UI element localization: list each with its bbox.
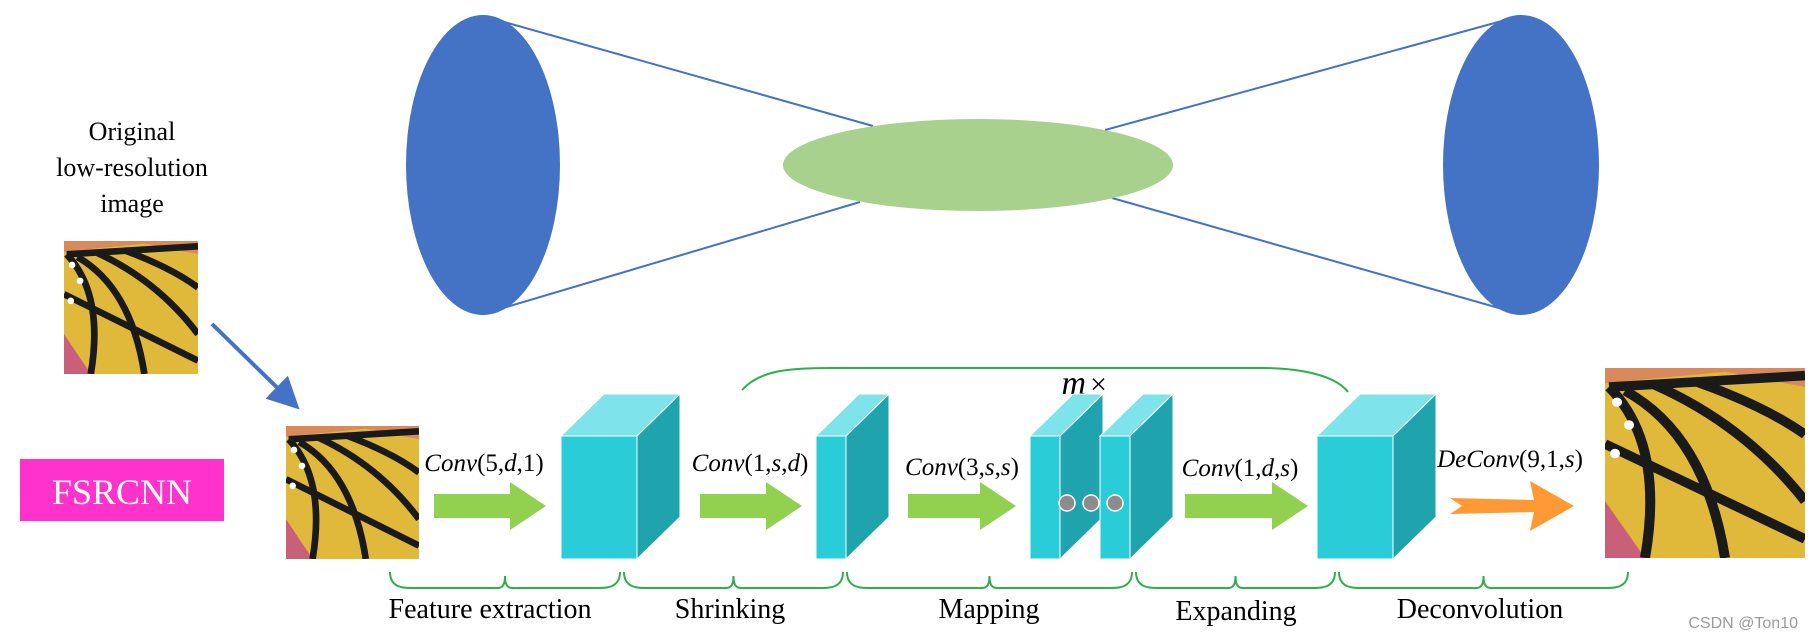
- stage-bracket-1: [389, 571, 621, 590]
- mapping-block-1: [1028, 392, 1105, 561]
- arrow-1: [434, 482, 546, 530]
- hourglass-schematic: [406, 15, 1599, 315]
- arrow-5: [1450, 481, 1574, 531]
- shrinking-block-1-front-face: [815, 435, 847, 560]
- stage-bracket-5: [1338, 571, 1629, 590]
- hourglass-line-top-right: [1104, 15, 1521, 131]
- shrinking-block-1: [814, 392, 891, 561]
- operation-label-1: Conv(5,d,1): [424, 450, 543, 477]
- caption-line-2: low-resolution: [56, 153, 208, 182]
- operation-label-5: DeConv(9,1,s): [1436, 446, 1583, 473]
- stage-label-mapping: Mapping: [938, 594, 1039, 625]
- arrow-4: [1185, 482, 1308, 530]
- operation-label-2: Conv(1,s,d): [692, 450, 809, 477]
- input-image: [286, 426, 419, 559]
- stage-bracket-2: [623, 571, 844, 590]
- original-lr-image: [64, 241, 198, 374]
- mapping-block-2: [1098, 392, 1175, 561]
- mapping-dot-1: [1058, 494, 1076, 512]
- caption-line-3: image: [100, 189, 164, 218]
- caption-line-1: Original: [89, 117, 176, 146]
- arrow-3: [908, 482, 1016, 530]
- stage-label-expanding: Expanding: [1175, 596, 1296, 627]
- stage-label-shrinking: Shrinking: [675, 594, 785, 625]
- original-image-caption: Original low-resolution image: [56, 117, 208, 218]
- arrow-2: [700, 482, 802, 530]
- operation-arrows: [434, 481, 1574, 531]
- stage-bracket-3: [846, 571, 1133, 590]
- bottleneck-ellipse: [783, 119, 1173, 211]
- output-hr-image: [1605, 368, 1805, 558]
- output-ellipse: [1443, 15, 1599, 315]
- hourglass-line-top-left: [482, 15, 874, 127]
- badge-label: FSRCNN: [52, 472, 192, 512]
- expanding-block: [1315, 392, 1438, 561]
- stage-bracket-4: [1135, 571, 1336, 590]
- stage-label-feature-extraction: Feature extraction: [389, 594, 592, 625]
- feature-extraction-block: [559, 392, 682, 561]
- mapping-dot-3: [1106, 494, 1124, 512]
- operation-label-4: Conv(1,d,s): [1182, 455, 1299, 482]
- repeat-bracket: [741, 367, 1349, 393]
- operation-label-3: Conv(3,s,s): [905, 454, 1019, 481]
- stage-brackets: [389, 571, 1629, 590]
- stage-labels: Feature extraction Shrinking Mapping Exp…: [389, 594, 1564, 627]
- mapping-dot-2: [1082, 494, 1100, 512]
- input-arrow: [210, 322, 300, 410]
- repeat-times: ×: [1090, 368, 1107, 401]
- stage-label-deconvolution: Deconvolution: [1397, 594, 1563, 625]
- watermark: CSDN @Ton10: [1688, 615, 1798, 632]
- mapping-ellipsis: [1058, 494, 1124, 512]
- fsrcnn-badge: FSRCNN: [20, 459, 224, 521]
- input-ellipse: [406, 15, 560, 315]
- hourglass-line-bottom-right: [1111, 197, 1521, 315]
- operation-labels: Conv(5,d,1) Conv(1,s,d) Conv(3,s,s) Conv(1,…: [424, 446, 1583, 482]
- badge-background: [20, 459, 224, 521]
- expanding-block-front-face: [1316, 435, 1394, 560]
- hourglass-line-bottom-left: [482, 201, 861, 315]
- mapping-block-1-front-face: [1029, 435, 1061, 560]
- feature-extraction-block-front-face: [560, 435, 638, 560]
